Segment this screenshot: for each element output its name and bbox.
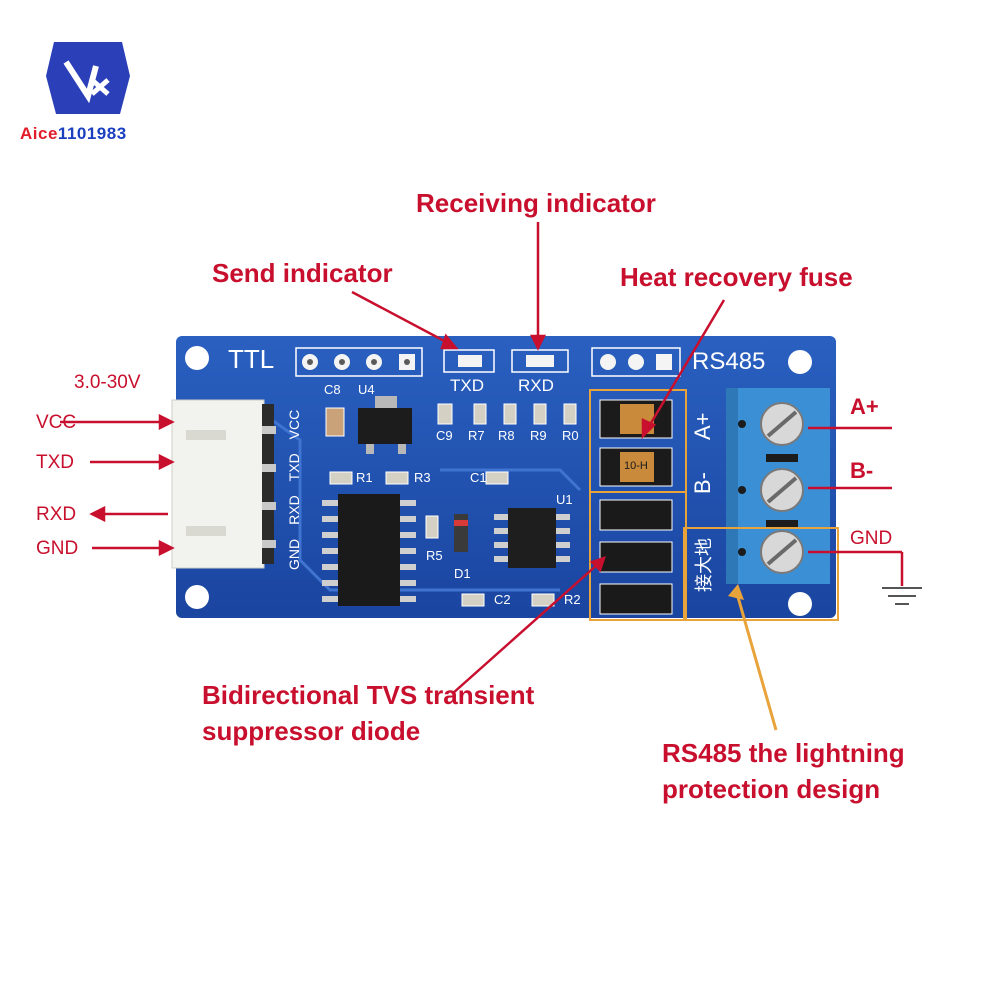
silk-ground-chinese: 接大地 — [694, 538, 714, 592]
silk-pin-txd: TXD — [286, 453, 302, 482]
silk-r2: R2 — [564, 592, 581, 607]
label-gnd: GND — [36, 538, 79, 559]
callout-send-indicator: Send indicator — [212, 258, 393, 288]
silk-pin-vcc: VCC — [286, 409, 302, 440]
label-a-plus: A+ — [850, 394, 879, 419]
silk-u1: U1 — [556, 492, 573, 507]
silk-r7: R7 — [468, 428, 485, 443]
silk-c1: C1 — [470, 470, 487, 485]
label-txd: TXD — [36, 452, 74, 473]
silk-c8: C8 — [324, 382, 341, 397]
silk-r5: R5 — [426, 548, 443, 563]
brand-logo — [42, 36, 134, 120]
silk-d1: D1 — [454, 566, 471, 581]
silk-c9: C9 — [436, 428, 453, 443]
brand-suffix: 1101983 — [57, 124, 127, 143]
label-vcc: VCC — [36, 412, 77, 433]
silk-fuse-marking: 10-H — [624, 460, 648, 472]
silk-r9: R9 — [530, 428, 547, 443]
silk-pin-rxd: RXD — [286, 495, 302, 525]
silk-r1: R1 — [356, 470, 373, 485]
silk-r3: R3 — [414, 470, 431, 485]
silk-header-pins: GND RXD TXD VCC — [286, 410, 302, 570]
callout-tvs-line2: suppressor diode — [202, 716, 421, 746]
silk-b-minus: B- — [690, 472, 715, 494]
silk-rs485: RS485 — [692, 348, 766, 375]
silk-txd: TXD — [450, 376, 484, 395]
callout-heat-recovery-fuse: Heat recovery fuse — [620, 262, 853, 292]
callout-tvs-line1: Bidirectional TVS transient — [202, 680, 535, 710]
silk-r0: R0 — [562, 428, 579, 443]
silk-rxd: RXD — [518, 376, 554, 395]
label-right-gnd: GND — [850, 528, 893, 549]
silk-u4: U4 — [358, 382, 375, 397]
brand-prefix: Aice — [20, 124, 58, 143]
label-rxd: RXD — [36, 504, 77, 525]
silk-c2: C2 — [494, 592, 511, 607]
brand-logo-text: Aice1101983 — [20, 124, 127, 144]
label-voltage: 3.0-30V — [74, 372, 141, 393]
callout-lightning-line2: protection design — [662, 774, 881, 804]
callout-lightning-line1: RS485 the lightning — [662, 738, 905, 768]
callout-receiving-indicator: Receiving indicator — [416, 188, 656, 218]
silk-a-plus: A+ — [690, 412, 715, 440]
silk-r8: R8 — [498, 428, 515, 443]
silk-pin-gnd: GND — [286, 538, 302, 570]
silk-ttl: TTL — [228, 344, 275, 374]
label-b-minus: B- — [850, 458, 874, 483]
